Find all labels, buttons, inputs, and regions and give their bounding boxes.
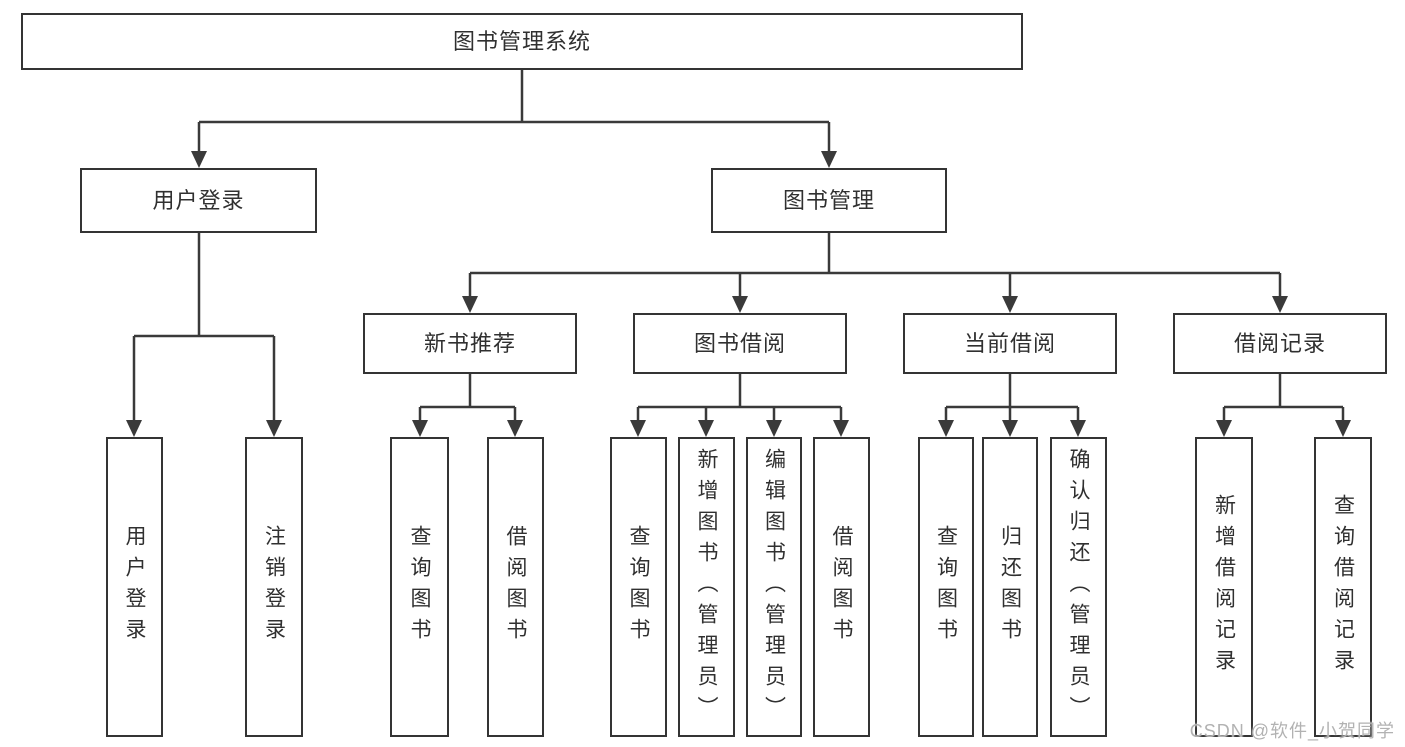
csdn-watermark: CSDN @软件_小贺同学 xyxy=(1189,721,1395,741)
leaf-query-books-recommend: 查询图书 xyxy=(390,437,449,737)
node-borrow-records: 借阅记录 xyxy=(1173,313,1387,374)
leaf-edit-book-admin: 编辑图书（管理员） xyxy=(746,437,802,737)
node-label: 图书管理系统 xyxy=(452,28,591,54)
leaf-query-borrow-record: 查询借阅记录 xyxy=(1314,437,1372,737)
node-label: 编辑图书（管理员） xyxy=(762,447,786,727)
leaf-user-login: 用户登录 xyxy=(106,437,163,737)
node-label: 借阅图书 xyxy=(504,525,528,649)
node-label: 确认归还（管理员） xyxy=(1067,447,1091,727)
node-label: 当前借阅 xyxy=(963,330,1056,356)
node-book-management: 图书管理 xyxy=(711,168,947,233)
node-book-borrow: 图书借阅 xyxy=(633,313,847,374)
node-label: 用户登录 xyxy=(123,525,147,649)
node-label: 用户登录 xyxy=(152,187,245,213)
leaf-add-book-admin: 新增图书（管理员） xyxy=(678,437,735,737)
leaf-confirm-return-admin: 确认归还（管理员） xyxy=(1050,437,1107,737)
leaf-query-books-borrow: 查询图书 xyxy=(610,437,667,737)
leaf-query-books-current: 查询图书 xyxy=(918,437,974,737)
node-label: 新书推荐 xyxy=(423,330,516,356)
node-new-book-recommend: 新书推荐 xyxy=(363,313,577,374)
node-label: 借阅图书 xyxy=(830,525,854,649)
node-label: 注销登录 xyxy=(262,525,286,649)
leaf-return-books: 归还图书 xyxy=(982,437,1038,737)
node-label: 查询图书 xyxy=(627,525,651,649)
node-label: 归还图书 xyxy=(998,525,1022,649)
leaf-add-borrow-record: 新增借阅记录 xyxy=(1195,437,1253,737)
node-label: 图书管理 xyxy=(782,187,875,213)
arrowheads xyxy=(126,151,1351,437)
node-label: 查询图书 xyxy=(408,525,432,649)
leaf-borrow-books-recommend: 借阅图书 xyxy=(487,437,544,737)
node-label: 图书借阅 xyxy=(693,330,786,356)
node-label: 查询借阅记录 xyxy=(1331,494,1355,680)
node-label: 查询图书 xyxy=(934,525,958,649)
node-label: 新增图书（管理员） xyxy=(695,447,719,727)
node-label: 借阅记录 xyxy=(1233,330,1326,356)
node-current-borrow: 当前借阅 xyxy=(903,313,1117,374)
node-root: 图书管理系统 xyxy=(21,13,1023,70)
node-label: 新增借阅记录 xyxy=(1212,494,1236,680)
node-user-login: 用户登录 xyxy=(80,168,317,233)
leaf-logout: 注销登录 xyxy=(245,437,303,737)
leaf-borrow-books-borrow: 借阅图书 xyxy=(813,437,870,737)
